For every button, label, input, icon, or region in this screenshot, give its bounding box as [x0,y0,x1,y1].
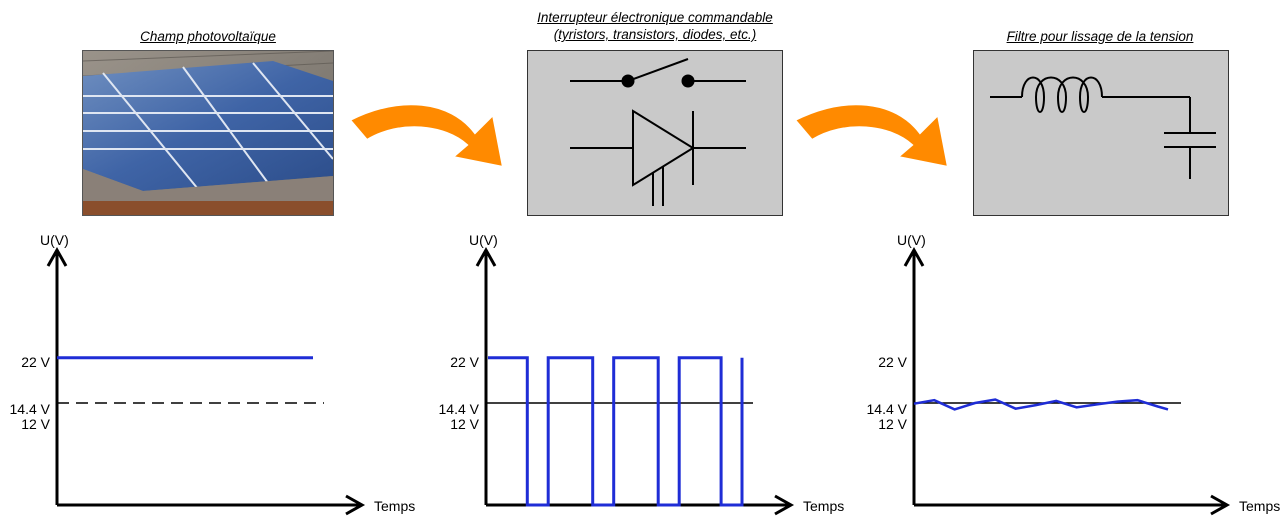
y-axis-label: U(V) [469,232,498,248]
solar-panel-photo [82,50,334,216]
series-line [488,356,744,507]
x-axis-arrowhead [345,494,366,516]
y-axis-label: U(V) [897,232,926,248]
chart-filter-output: U(V) Temps 22 V 14.4 V 12 V [867,232,1280,516]
y-axis-arrowhead [46,246,68,267]
thyristor-symbol-icon [570,109,746,206]
switch-symbol-icon [570,58,746,88]
ytick-label-12: 12 V [21,416,50,432]
ytick-label-14-4: 14.4 V [867,401,908,417]
caption-solar-field-text: Champ photovoltaïque [140,29,276,44]
x-axis-label: Temps [803,498,844,514]
chart-switch-output: U(V) Temps 22 V 14.4 V 12 V [439,232,844,516]
caption-electronic-switch: Interrupteur électronique commandable (t… [490,9,820,43]
ytick-label-14-4: 14.4 V [10,401,51,417]
series-line [913,398,1169,411]
ytick-label-12: 12 V [878,416,907,432]
ytick-label-22: 22 V [878,354,907,370]
filter-diagram [990,76,1216,179]
ytick-label-22: 22 V [21,354,50,370]
caption-switch-line2: (tyristors, transistors, diodes, etc.) [553,27,757,42]
y-axis-arrowhead [903,246,925,267]
switch-thyristor-diagram [570,58,746,206]
chart-solar-output: U(V) Temps 22 V 14.4 V 12 V [10,232,415,516]
caption-filter: Filtre pour lissage de la tension [960,28,1240,45]
inductor-symbol-icon [990,76,1190,113]
ytick-label-12: 12 V [450,416,479,432]
y-axis-label: U(V) [40,232,69,248]
filter-box [973,50,1229,216]
ytick-label-22: 22 V [450,354,479,370]
x-axis-label: Temps [1239,498,1280,514]
capacitor-symbol-icon [1164,97,1216,179]
caption-switch-line1: Interrupteur électronique commandable [537,10,773,25]
x-axis-arrowhead [1210,494,1231,516]
switch-box [527,50,783,216]
solar-panel-illustration [83,51,333,215]
x-axis-arrowhead [774,494,795,516]
caption-filter-text: Filtre pour lissage de la tension [1006,29,1194,44]
orange-arrow-icon [348,103,505,169]
y-axis-arrowhead [475,246,497,267]
ytick-label-14-4: 14.4 V [439,401,480,417]
caption-solar-field: Champ photovoltaïque [82,28,334,45]
x-axis-label: Temps [374,498,415,514]
orange-arrow-icon [793,103,950,169]
